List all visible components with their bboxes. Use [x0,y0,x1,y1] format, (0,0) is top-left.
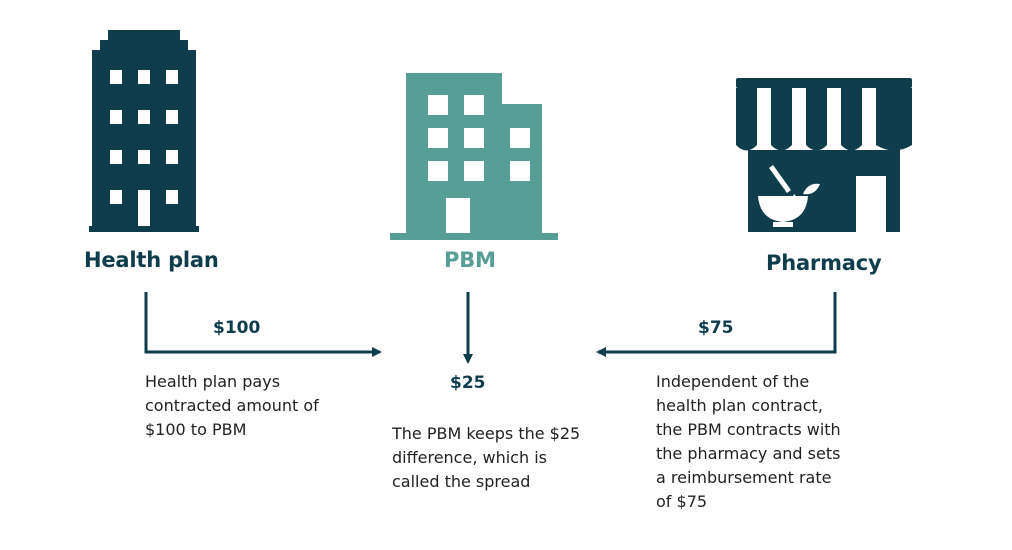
spread-amount: $25 [450,373,486,393]
mortar-pestle-icon [758,165,820,227]
pbm-label: PBM [444,248,496,272]
spread-description: The PBM keeps the $25 difference, which … [392,424,581,491]
pharmacy-description: Independent of the health plan contract,… [656,372,841,511]
pharmacy-amount: $75 [698,318,734,338]
pharmacy-label: Pharmacy [766,251,882,275]
health-plan-amount: $100 [213,318,261,338]
health-plan-description: Health plan pays contracted amount of $1… [145,372,319,439]
office-tower-icon [89,30,199,232]
arrow-pharmacy-to-pbm [596,292,837,357]
office-building-icon [390,73,558,240]
arrow-health-plan-to-pbm [144,292,382,357]
health-plan-label: Health plan [84,248,219,272]
pharmacy-storefront-icon [736,78,912,232]
flow-arrows [144,292,837,364]
